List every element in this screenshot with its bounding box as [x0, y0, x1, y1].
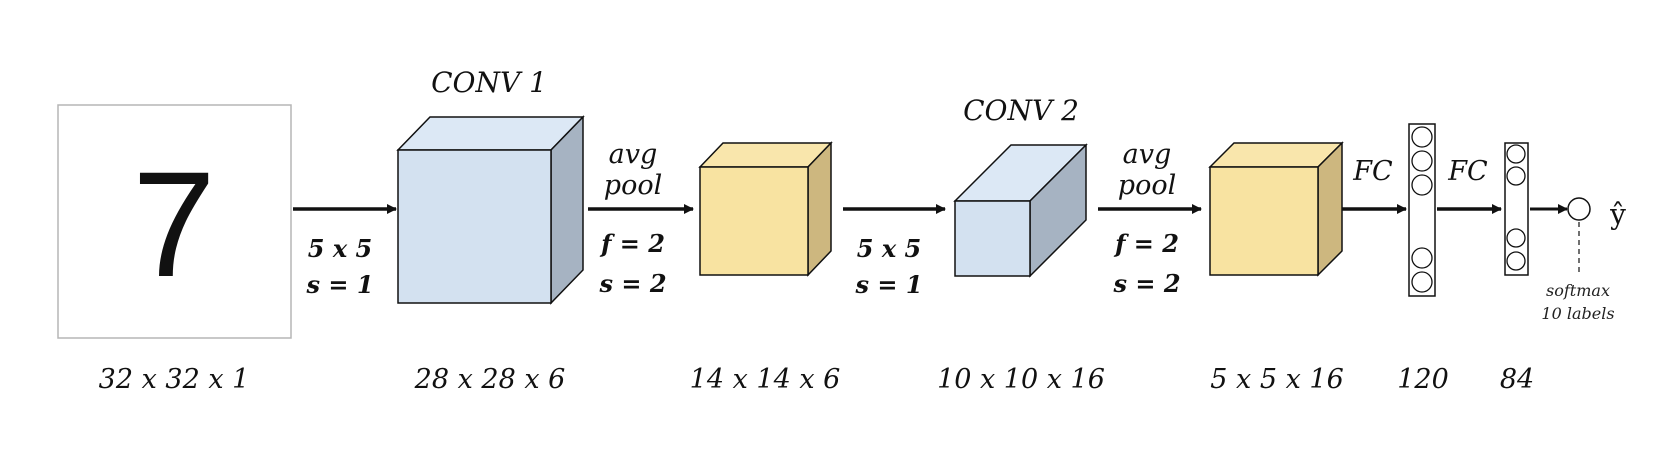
- pool1-dims: 14 x 14 x 6: [690, 364, 841, 395]
- neuron: [1506, 144, 1526, 164]
- conv2-dims: 10 x 10 x 16: [937, 364, 1105, 395]
- neuron: [1411, 150, 1433, 172]
- fc-layer-120: [1408, 123, 1436, 297]
- conv2-front: [954, 200, 1031, 277]
- output-note-labels: 10 labels: [1541, 304, 1614, 323]
- fc120-frame: [1408, 123, 1436, 297]
- fc1-label: FC: [1352, 156, 1393, 187]
- fc-layer-84: [1504, 142, 1529, 276]
- pool1-line1: avg: [609, 139, 658, 170]
- output-neuron: [1567, 197, 1591, 221]
- pool1-side: [807, 141, 832, 277]
- neuron: [1506, 166, 1526, 186]
- output-note-softmax: softmax: [1546, 281, 1610, 300]
- pool2-dims: 5 x 5 x 16: [1210, 364, 1344, 395]
- pool2-side: [1317, 141, 1343, 277]
- pool1-cube: [698, 141, 833, 277]
- pool2-cube: [1208, 141, 1344, 277]
- input-dims: 32 x 32 x 1: [99, 364, 250, 395]
- fc2-label: FC: [1447, 156, 1488, 187]
- conv1-dims: 28 x 28 x 6: [414, 364, 566, 395]
- neuron: [1506, 251, 1526, 271]
- conv1-stride: s = 1: [305, 270, 373, 299]
- fc120-units: 120: [1397, 364, 1449, 395]
- conv2-filter: 5 x 5: [857, 234, 921, 263]
- pool2-filter: f = 2: [1113, 229, 1179, 258]
- conv1-filter: 5 x 5: [308, 234, 372, 263]
- pool2-front: [1209, 166, 1319, 276]
- pool2-stride: s = 2: [1112, 269, 1180, 298]
- output-symbol: ŷ: [1609, 198, 1626, 231]
- fc84-units: 84: [1500, 364, 1534, 395]
- neuron: [1506, 228, 1526, 248]
- pool1-front: [699, 166, 809, 276]
- neuron: [1411, 174, 1433, 196]
- conv2-stride: s = 1: [854, 270, 922, 299]
- conv1-side: [550, 115, 584, 305]
- neuron: [1411, 126, 1433, 148]
- pool1-filter: f = 2: [599, 229, 665, 258]
- input-image: 7: [57, 104, 292, 339]
- pool2-line2: pool: [1118, 170, 1176, 201]
- conv1-cube: [396, 115, 585, 305]
- conv1-title: CONV 1: [431, 66, 547, 99]
- neuron: [1411, 247, 1433, 269]
- neuron: [1411, 271, 1433, 293]
- conv2-cube: [953, 143, 1088, 278]
- conv2-title: CONV 2: [963, 94, 1079, 127]
- pool1-line2: pool: [604, 170, 662, 201]
- pool2-line1: avg: [1123, 139, 1172, 170]
- input-digit: 7: [132, 140, 215, 308]
- conv1-front: [397, 149, 552, 304]
- input-frame: [57, 104, 292, 339]
- pool1-stride: s = 2: [598, 269, 666, 298]
